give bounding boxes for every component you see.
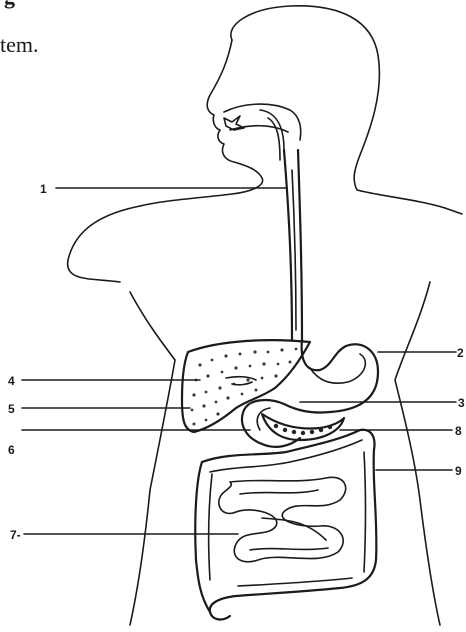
label-4: 4 [8,374,15,388]
ascending-colon [195,462,210,612]
liver-stipple [191,348,298,426]
nasal-cavity [224,104,301,140]
label-7: 7- [10,528,21,542]
throat-curve [260,110,284,160]
label-5: 5 [8,402,15,416]
right-shoulder [445,208,462,214]
label-3: 3 [458,396,465,410]
head-outline [231,6,445,208]
large-intestine [202,430,376,620]
face-profile [140,40,263,206]
palate-shape [224,116,244,130]
right-torso [395,282,440,625]
label-2: 2 [457,346,464,360]
left-torso [130,292,175,625]
left-shoulder [68,206,140,282]
pancreas-texture [274,424,332,435]
stomach-inner [310,354,365,383]
liver-outline [182,340,310,432]
small-intestine-inner [240,490,328,550]
label-1: 1 [40,182,47,196]
liver-detail [226,377,256,385]
label-9: 9 [455,464,462,478]
label-8: 8 [455,424,462,438]
ascending-colon-inner [209,474,212,580]
label-6: 6 [8,443,15,457]
leader-lines [22,188,456,534]
